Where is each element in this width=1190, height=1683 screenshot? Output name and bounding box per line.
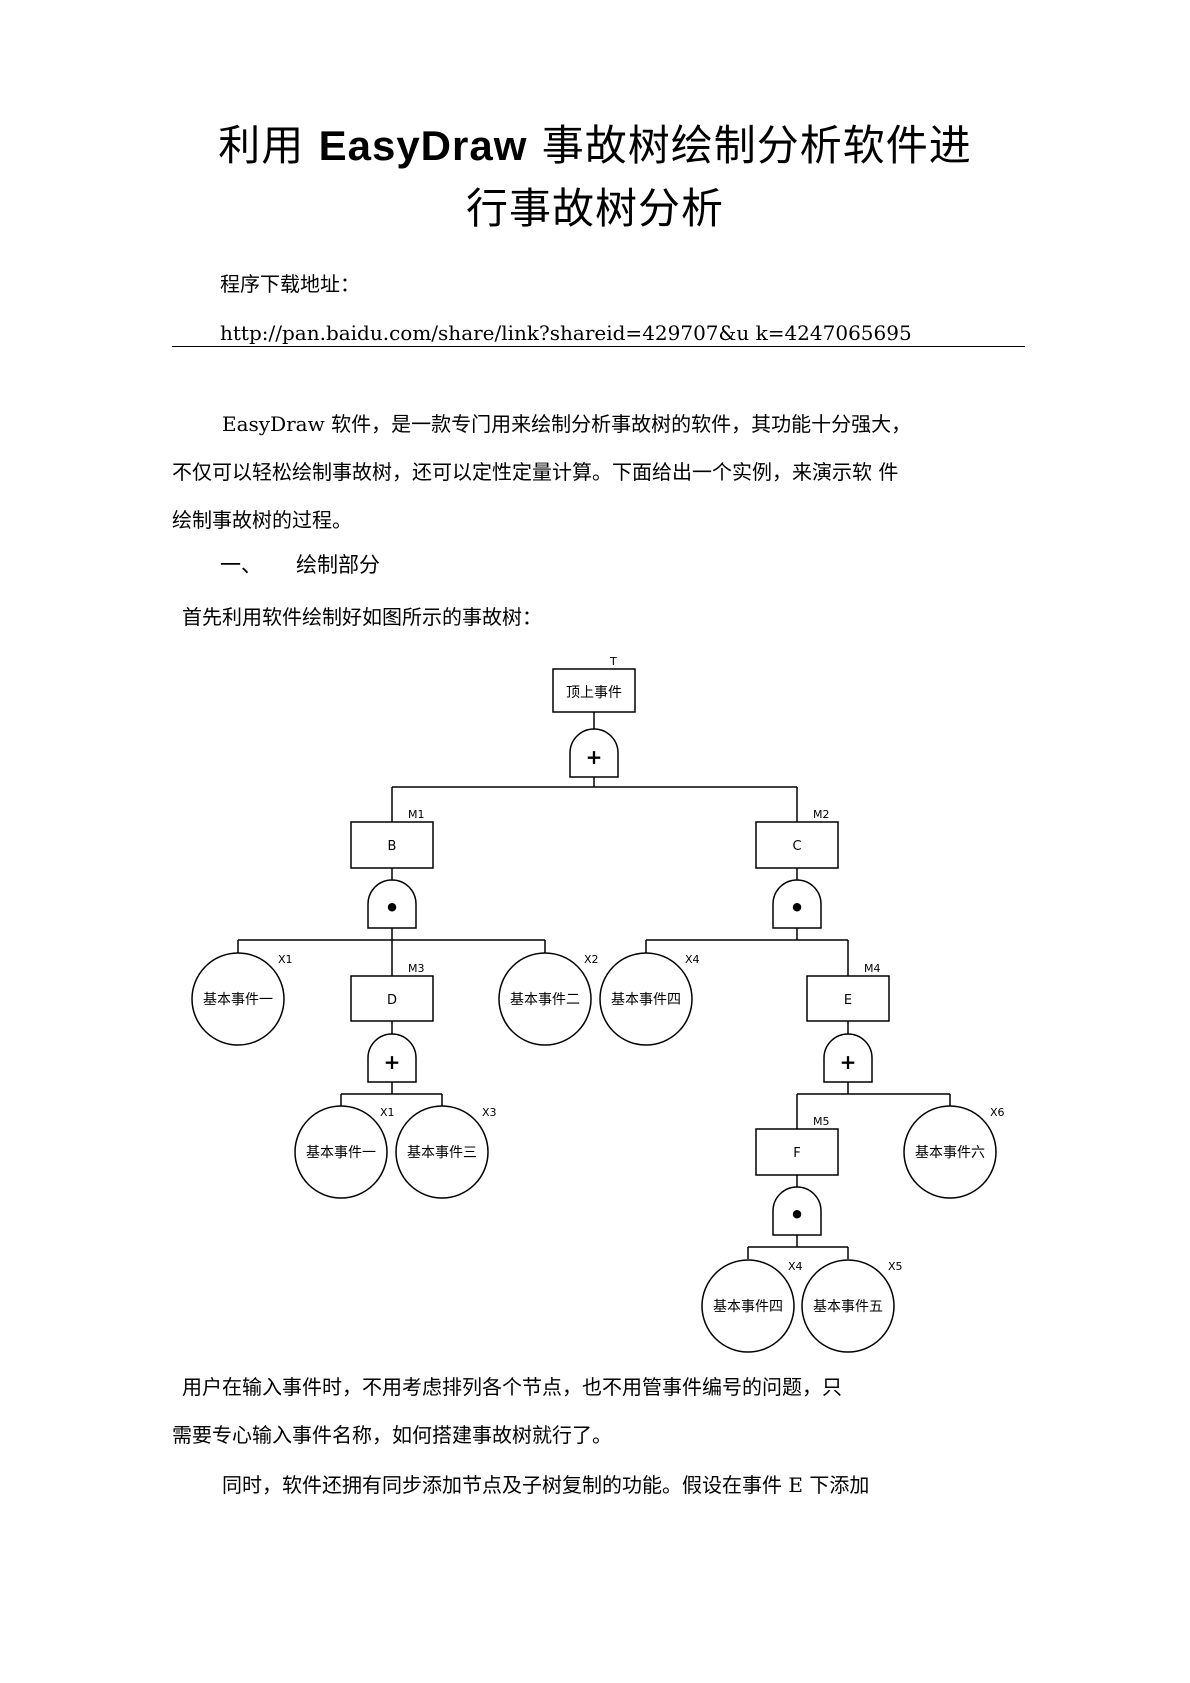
event-node-f: F M5	[755, 1115, 839, 1176]
event-code: M3	[408, 962, 425, 975]
event-box	[350, 975, 434, 1022]
basic-event-label: 基本事件四	[611, 991, 681, 1008]
basic-event-code: X2	[584, 953, 599, 966]
basic-event-circle	[294, 1105, 388, 1199]
figure-caption: 首先利用软件绘制好如图所示的事故树：	[182, 605, 542, 629]
basic-event-circle	[701, 1259, 795, 1353]
gate-c-and: •	[772, 879, 822, 929]
section-number: 一、	[220, 553, 262, 577]
basic-event-label: 基本事件四	[713, 1298, 783, 1315]
after-figure-line-3: 同时，软件还拥有同步添加节点及子树复制的功能。假设在事件 E 下添加	[222, 1473, 870, 1497]
basic-event-code: X6	[990, 1106, 1005, 1119]
event-node-e: E M4	[806, 962, 890, 1022]
and-gate-shape	[367, 879, 417, 929]
and-gate-shape	[772, 1186, 822, 1236]
basic-event-x1-b: 基本事件一 X1	[294, 1105, 395, 1199]
basic-event-x1-a: 基本事件一 X1	[191, 952, 293, 1046]
document-title-line-2: 行事故树分析	[465, 184, 724, 233]
basic-event-code: X1	[278, 953, 293, 966]
basic-event-label: 基本事件三	[407, 1144, 477, 1161]
basic-event-x5: 基本事件五 X5	[801, 1259, 903, 1353]
gate-symbol: •	[384, 894, 399, 922]
gate-top-or: +	[569, 728, 619, 778]
intro-line-3: 绘制事故树的过程。	[172, 508, 352, 532]
basic-event-code: X1	[380, 1106, 395, 1119]
gate-d-or: +	[367, 1033, 417, 1083]
basic-event-x4-a: 基本事件四 X4	[599, 952, 700, 1046]
intro-line-1: EasyDraw 软件，是一款专门用来绘制分析事故树的软件，其功能十分强大，	[222, 412, 912, 436]
basic-event-circle	[191, 952, 285, 1046]
or-gate-shape	[569, 728, 619, 778]
basic-event-circle	[903, 1105, 997, 1199]
gate-symbol: +	[384, 1050, 401, 1074]
event-label: D	[387, 993, 397, 1008]
gate-symbol: •	[789, 1201, 804, 1229]
event-node-top: 顶上事件 T	[552, 655, 636, 713]
basic-event-x3: 基本事件三 X3	[395, 1105, 497, 1199]
download-url-link[interactable]: http://pan.baidu.com/share/link?shareid=…	[220, 321, 912, 345]
gate-b-and: •	[367, 879, 417, 929]
basic-event-label: 基本事件一	[306, 1144, 376, 1161]
basic-event-code: X3	[482, 1106, 497, 1119]
section-title: 绘制部分	[296, 553, 380, 577]
event-node-c: C M2	[755, 808, 839, 869]
event-code: M4	[864, 962, 881, 975]
gate-symbol: +	[586, 745, 603, 769]
url-underline	[172, 346, 1025, 347]
title-part-c: 事故树绘制分析软件进	[527, 121, 972, 170]
basic-event-label: 基本事件六	[915, 1144, 985, 1161]
title-part-a: 利用	[218, 121, 319, 170]
event-label: B	[388, 839, 397, 854]
event-label: C	[792, 839, 801, 854]
basic-event-circle	[801, 1259, 895, 1353]
basic-event-circle	[498, 952, 592, 1046]
document-title-line-1: 利用 EasyDraw 事故树绘制分析软件进	[0, 117, 1190, 175]
event-node-d: D M3	[350, 962, 434, 1022]
event-box	[755, 1128, 839, 1176]
event-code: T	[609, 655, 617, 668]
after-figure-line-1: 用户在输入事件时，不用考虑排列各个节点，也不用管事件编号的问题，只	[182, 1375, 842, 1399]
or-gate-shape	[367, 1033, 417, 1083]
basic-event-code: X4	[788, 1260, 803, 1273]
event-box	[350, 821, 434, 869]
basic-event-x2: 基本事件二 X2	[498, 952, 599, 1046]
basic-event-circle	[599, 952, 693, 1046]
basic-event-label: 基本事件一	[203, 991, 273, 1008]
download-label: 程序下载地址：	[220, 272, 360, 296]
event-code: M1	[408, 808, 425, 821]
title-part-easydraw: EasyDraw	[318, 122, 528, 169]
fault-tree-connectors	[237, 712, 951, 1259]
gate-f-and: •	[772, 1186, 822, 1236]
event-box	[755, 821, 839, 869]
gate-e-or: +	[823, 1033, 873, 1083]
basic-event-code: X5	[888, 1260, 903, 1273]
event-label: E	[844, 993, 852, 1008]
event-label: 顶上事件	[566, 685, 622, 701]
event-code: M5	[813, 1115, 830, 1128]
event-label: F	[793, 1146, 800, 1161]
basic-event-code: X4	[685, 953, 700, 966]
basic-event-x6: 基本事件六 X6	[903, 1105, 1005, 1199]
basic-event-label: 基本事件二	[510, 991, 580, 1008]
event-box	[552, 668, 636, 713]
event-node-b: B M1	[350, 808, 434, 869]
after-figure-line-2: 需要专心输入事件名称，如何搭建事故树就行了。	[172, 1423, 612, 1447]
intro-line-2: 不仅可以轻松绘制事故树，还可以定性定量计算。下面给出一个实例，来演示软 件	[172, 460, 899, 484]
basic-event-label: 基本事件五	[813, 1298, 883, 1315]
event-code: M2	[813, 808, 830, 821]
basic-event-x4-b: 基本事件四 X4	[701, 1259, 803, 1353]
and-gate-shape	[772, 879, 822, 929]
basic-event-circle	[395, 1105, 489, 1199]
or-gate-shape	[823, 1033, 873, 1083]
gate-symbol: •	[789, 894, 804, 922]
event-box	[806, 975, 890, 1022]
gate-symbol: +	[840, 1050, 857, 1074]
